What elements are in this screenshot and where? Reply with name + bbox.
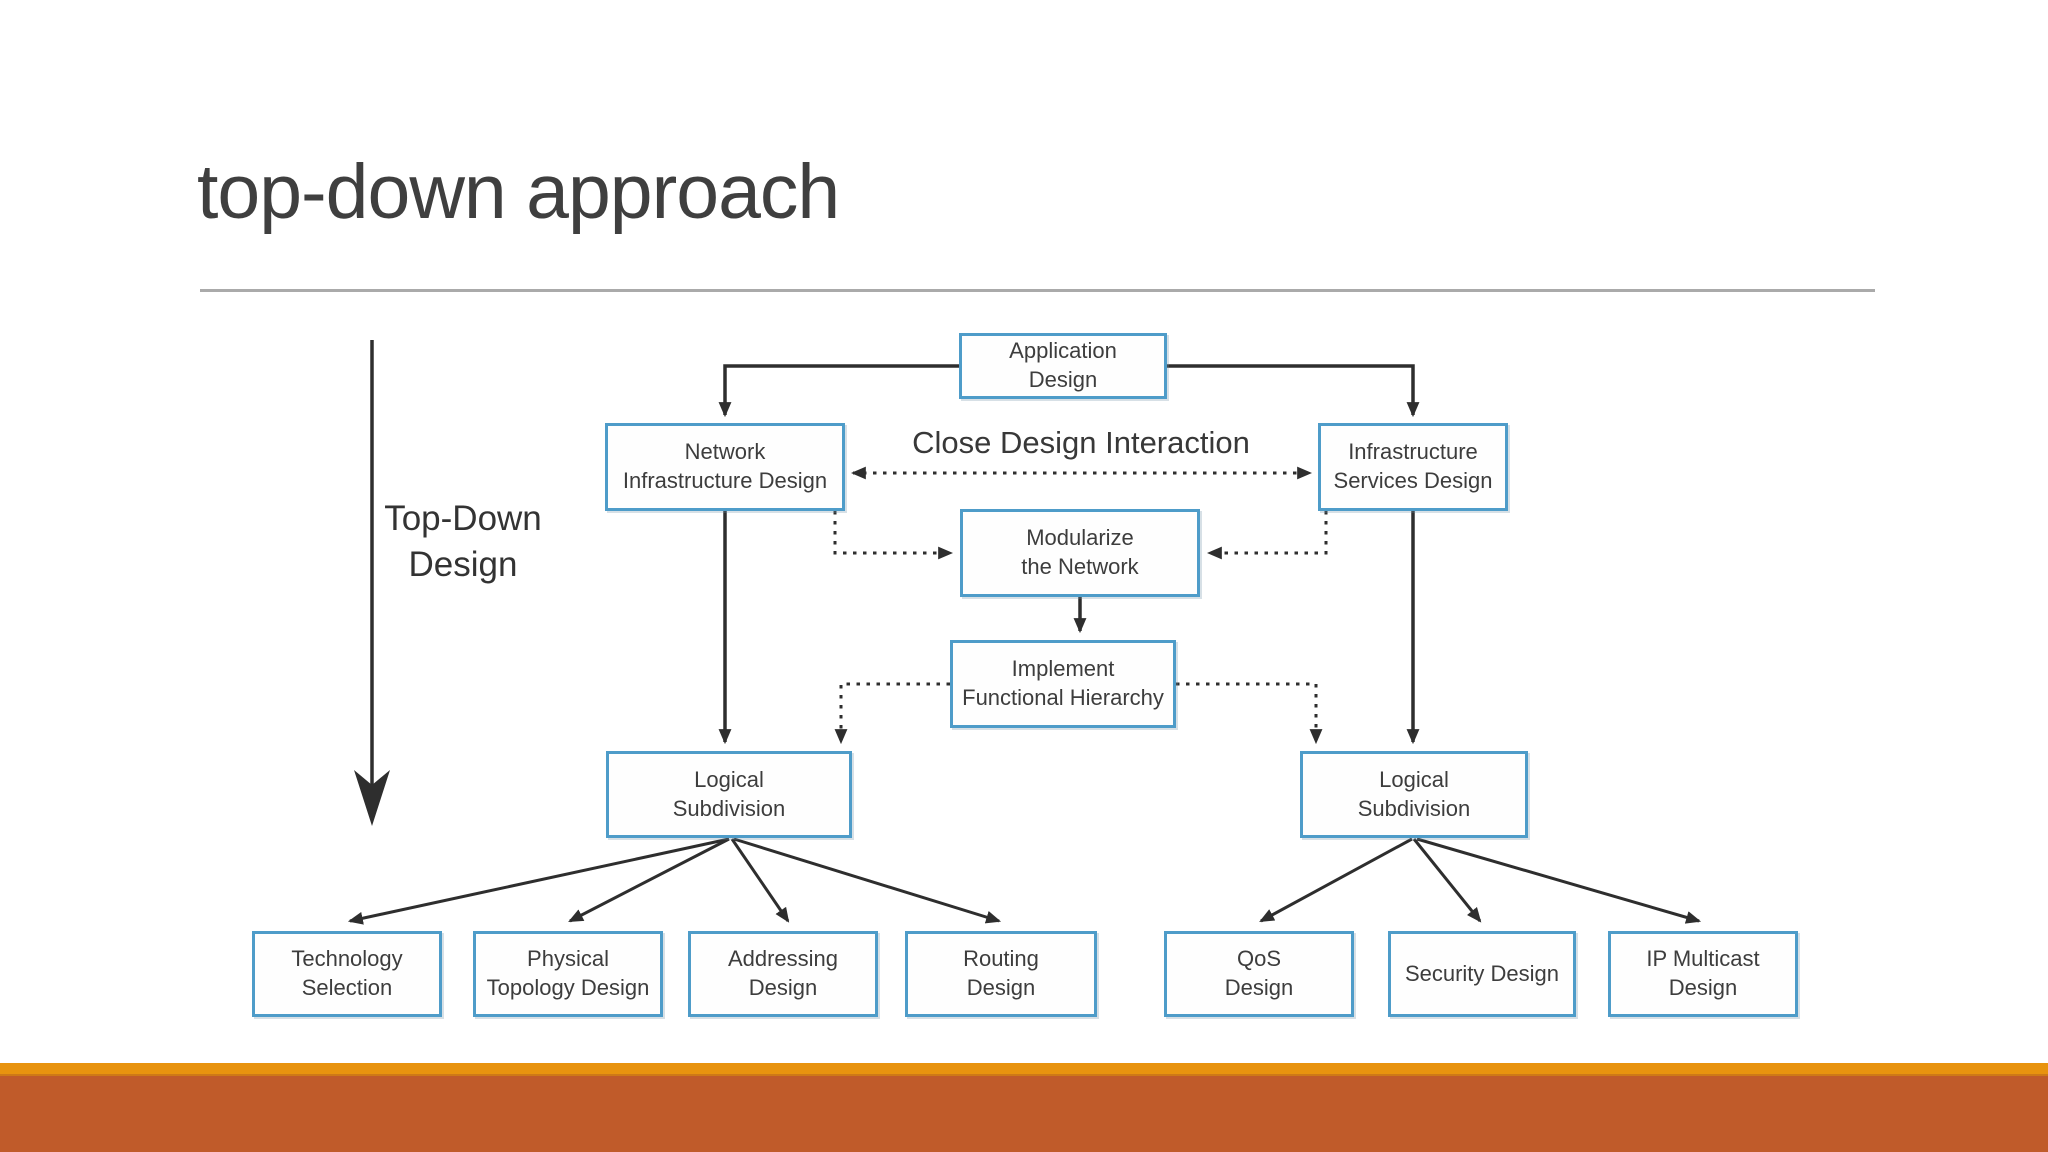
node-label: Application Design [1009, 338, 1117, 392]
node-label: Technology Selection [291, 946, 403, 1000]
slide-title: top-down approach [197, 149, 840, 235]
node-label: IP Multicast Design [1646, 946, 1760, 1000]
connector-implement-to-logical-right [1176, 682, 1323, 745]
node-label: QoS Design [1224, 946, 1294, 1000]
top-down-arrow-head [354, 770, 390, 826]
connector-logical-left-to-physical-topology [568, 837, 730, 923]
node-network-infrastructure-design: Network Infrastructure Design [605, 423, 845, 511]
top-down-design-label: Top-Down Design [384, 499, 542, 585]
connector-logical-right-to-qos [1259, 837, 1413, 923]
node-label: Security Design [1404, 960, 1560, 986]
connector-application-to-network-infrastructure [718, 364, 959, 418]
node-label: Implement Functional Hierarchy [962, 656, 1164, 710]
accent-bar-top [0, 1063, 2048, 1076]
node-implement-functional-hierarchy: Implement Functional Hierarchy [950, 640, 1176, 728]
node-modularize-network: Modularize the Network [960, 509, 1200, 597]
node-addressing-design: Addressing Design [688, 931, 878, 1017]
node-label: Modularize the Network [1021, 525, 1139, 579]
connector-logical-right-to-security [1412, 838, 1482, 923]
title-divider [200, 289, 1875, 292]
connector-application-to-infrastructure-services [1167, 364, 1420, 418]
node-logical-subdivision-right: Logical Subdivision [1300, 751, 1528, 838]
node-label: Infrastructure Services Design [1333, 439, 1493, 493]
node-label: Logical Subdivision [672, 766, 786, 821]
node-application-design: Application Design [959, 333, 1167, 399]
node-technology-selection: Technology Selection [252, 931, 442, 1017]
connector-logical-left-to-addressing [730, 838, 790, 923]
node-routing-design: Routing Design [905, 931, 1097, 1017]
node-label: Routing Design [963, 946, 1039, 1000]
node-label: Network Infrastructure Design [622, 439, 828, 493]
node-label: Physical Topology Design [486, 946, 650, 1000]
connector-network-infrastructure-to-modularize [833, 511, 954, 560]
connector-infrastructure-services-to-modularize [1206, 511, 1328, 560]
connector-logical-left-to-technology-selection [347, 837, 730, 925]
connector-implement-to-logical-left [834, 682, 950, 745]
close-design-interaction-label: Close Design Interaction [912, 425, 1250, 460]
node-ip-multicast-design: IP Multicast Design [1608, 931, 1798, 1017]
node-label: Logical Subdivision [1357, 766, 1471, 821]
node-qos-design: QoS Design [1164, 931, 1354, 1017]
connector-logical-left-to-routing [733, 837, 1002, 924]
node-physical-topology-design: Physical Topology Design [473, 931, 663, 1017]
connector-logical-right-to-ip-multicast [1416, 837, 1702, 924]
node-logical-subdivision-left: Logical Subdivision [606, 751, 852, 838]
node-label: Addressing Design [727, 946, 839, 1000]
node-security-design: Security Design [1388, 931, 1576, 1017]
node-infrastructure-services-design: Infrastructure Services Design [1318, 423, 1508, 511]
accent-bar-bottom [0, 1076, 2048, 1152]
